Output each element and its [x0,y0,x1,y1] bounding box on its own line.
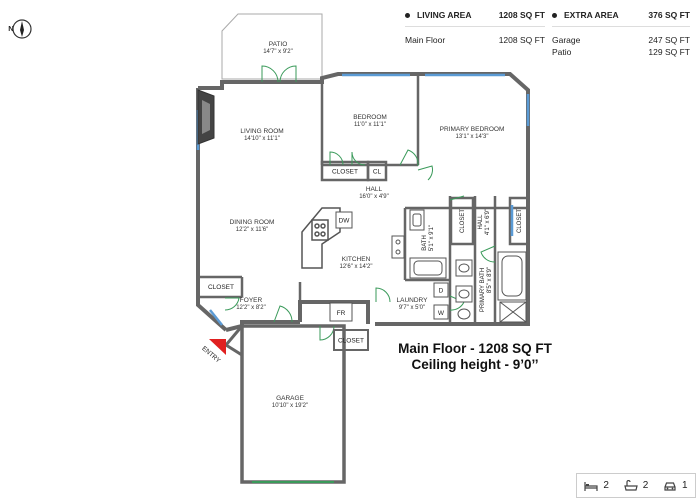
garage-dims: 10'10" x 19'2" [272,403,308,409]
bedroom-name: BEDROOM [353,114,387,121]
closet-label-bedroom: CLOSET [332,169,358,176]
stat-bedrooms: 2 [584,480,609,492]
cl-label: CL [373,169,382,176]
bullet-icon [405,13,410,19]
caption-area: Main Floor - 1208 SQ FT [398,341,552,356]
dryer-label: D [439,288,444,295]
bathtub-icon [623,479,638,491]
stat-value: 1 [682,480,688,491]
primary-bedroom-name: PRIMARY BEDROOM [440,126,505,133]
dining-room-name: DINING ROOM [230,219,275,226]
laundry-name: LAUNDRY [397,297,429,304]
outer-walls [196,72,530,332]
kitchen-name: KITCHEN [342,256,371,263]
floor-caption: Main Floor - 1208 SQ FT Ceiling height -… [390,341,560,373]
fridge [329,302,353,322]
garage-foyer-link [223,321,244,358]
doors [224,65,496,341]
caption-ceiling: Ceiling height - 9’0’’ [411,357,539,372]
dryer [433,282,449,298]
bath-fixtures [409,209,447,279]
bath-name: BATH [422,235,428,251]
washer [433,304,449,320]
hall-dims: 16'0" x 4'9" [359,194,389,200]
compass-label: N [8,24,14,33]
extra-area-total: 376 SQ FT [648,10,690,20]
extra-area-row: Garage 247 SQ FT [552,34,690,46]
washer-label: W [438,310,445,317]
row-label: Main Floor [405,35,446,45]
interior-walls [198,74,530,324]
kitchen-dims: 12'6" x 14'2" [340,264,373,270]
living-area-title: LIVING AREA [417,10,472,20]
row-value: 247 SQ FT [648,35,690,45]
living-area-summary: LIVING AREA 1208 SQ FT Main Floor 1208 S… [405,10,545,46]
row-value: 129 SQ FT [648,47,690,57]
garage-closet [333,329,369,351]
stat-bathrooms: 2 [623,479,649,492]
hall2-dims: 4'1" x 6'9" [485,209,491,235]
closet-label-hall: CLOSET [460,209,466,233]
foyer-name: FOYER [240,297,263,304]
laundry-dims: 9'7" x 5'0" [399,305,425,311]
compass-north-icon [12,19,32,39]
stat-value: 2 [603,480,609,491]
living-room-dims: 14'10" x 11'1" [244,136,280,142]
bath-dims: 5'1" x 9'1" [429,225,435,251]
closet-label-foyer: CLOSET [208,284,234,291]
hall-name: HALL [366,186,383,193]
living-room-name: LIVING ROOM [240,128,283,135]
stat-garage: 1 [663,480,688,492]
foyer-dims: 12'2" x 8'2" [236,305,266,311]
patio-outline [221,13,323,80]
fireplace [197,89,215,145]
extra-area-summary: EXTRA AREA 376 SQ FT Garage 247 SQ FT Pa… [552,10,690,58]
garage-name: GARAGE [276,395,304,402]
row-label: Patio [552,47,572,57]
car-icon [664,481,676,491]
extra-area-row: Patio 129 SQ FT [552,46,690,58]
row-label: Garage [552,35,581,45]
primary-bath-fixtures [455,251,527,323]
range [391,235,405,259]
entry-arrow-icon [209,339,226,355]
bullet-icon [552,13,557,19]
patio-name: PATIO [269,41,288,48]
bed-icon [584,481,598,491]
dishwasher [335,211,353,229]
stat-value: 2 [642,480,649,491]
primary-bedroom-dims: 13'1" x 14'3" [456,134,489,140]
dining-room-dims: 12'2" x 11'6" [236,227,268,233]
extra-area-title: EXTRA AREA [564,10,619,20]
primary-bath-name: PRIMARY BATH [480,268,486,312]
primary-bath-dims: 8'5" x 8'9" [487,267,493,293]
living-area-header: LIVING AREA 1208 SQ FT [405,10,545,27]
dishwasher-label: DW [339,218,351,225]
patio-dims: 14'7" x 9'2" [263,49,293,55]
kitchen-island [301,207,341,269]
extra-area-header: EXTRA AREA 376 SQ FT [552,10,690,27]
living-area-total: 1208 SQ FT [498,10,545,20]
windows [196,73,530,326]
closet-label-garage: CLOSET [338,338,364,345]
hall2-name: HALL [478,214,484,230]
bedroom-dims: 11'0" x 11'1" [354,122,386,128]
stats-bar: 2 2 1 [576,473,696,498]
row-value: 1208 SQ FT [498,35,545,45]
fridge-label: FR [337,310,346,317]
living-area-row: Main Floor 1208 SQ FT [405,34,545,46]
closet-label-primary: CLOSET [517,209,523,233]
